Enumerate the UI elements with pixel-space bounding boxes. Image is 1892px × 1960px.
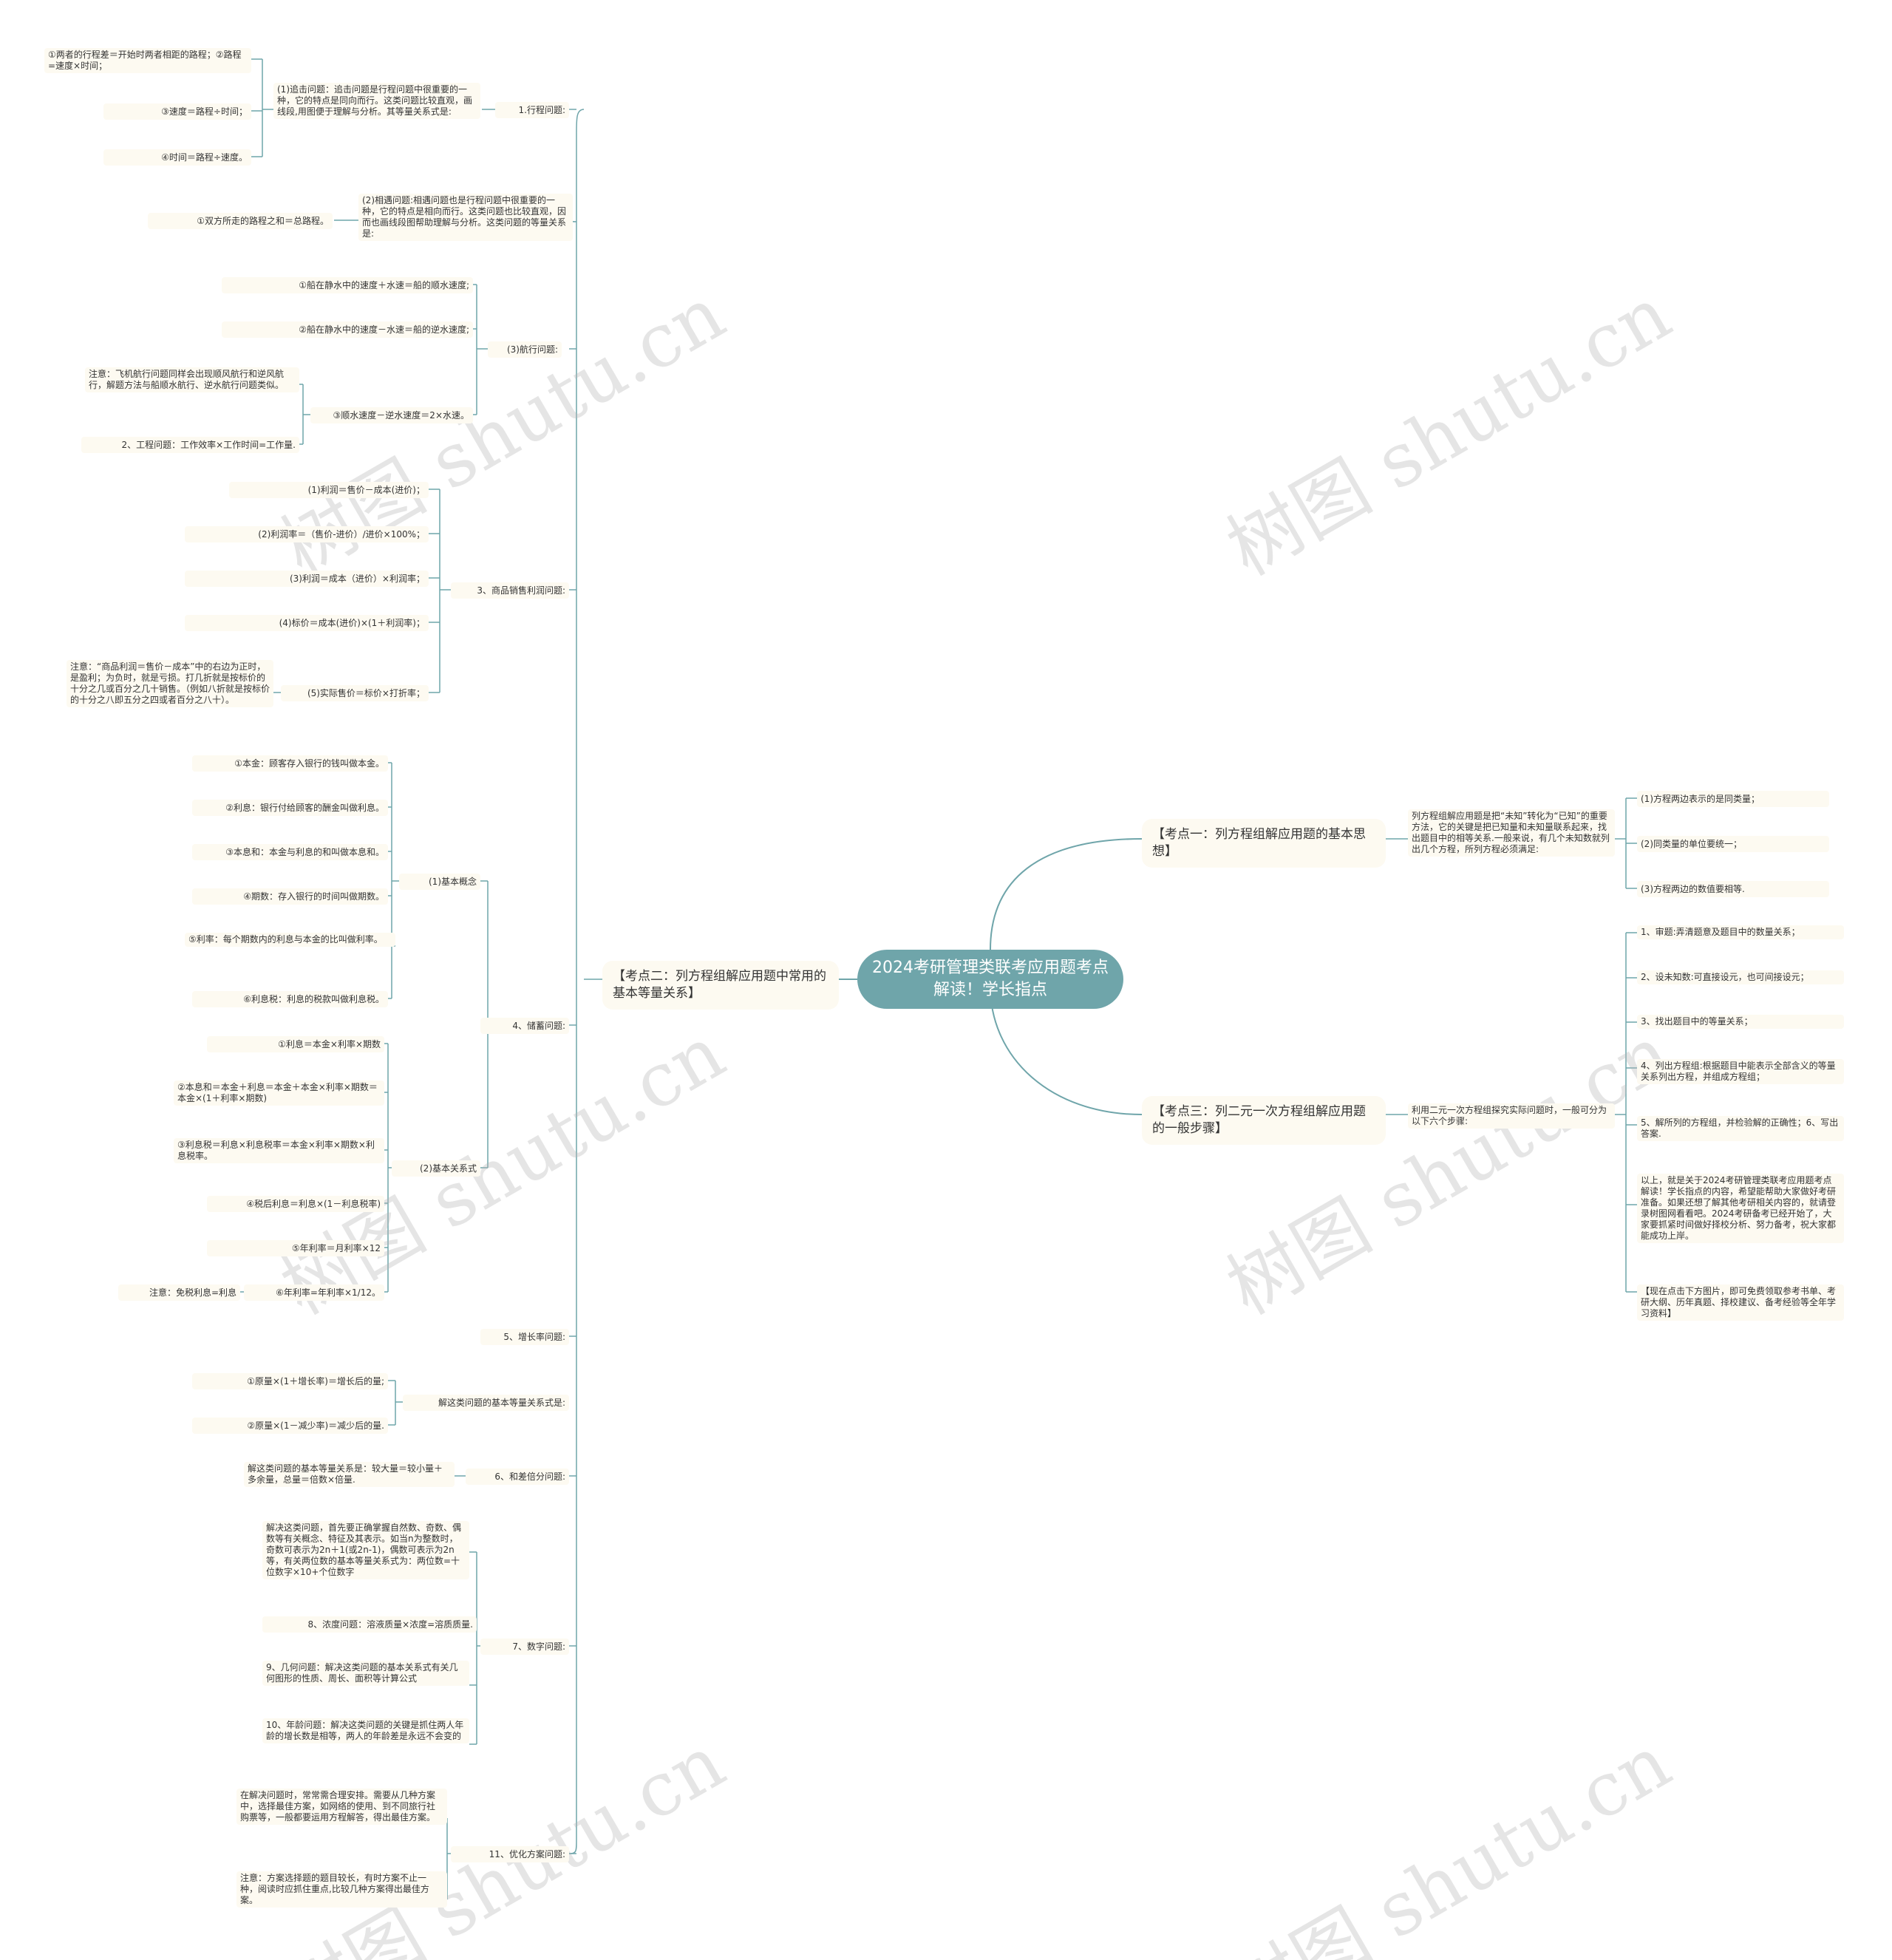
chase-item[interactable]: ④时间＝路程÷速度。: [103, 149, 251, 166]
savings-note[interactable]: 注意：免税利息=利息: [118, 1284, 240, 1301]
savings-rel-item[interactable]: ⑤年利率＝月利率×12: [207, 1240, 384, 1256]
savings-basic-item[interactable]: ⑥利息税：利息的税款叫做利息税。: [192, 991, 388, 1007]
k3-resources-link[interactable]: 【现在点击下方图片，即可免费领取参考书单、考研大纲、历年真题、择校建议、备考经验…: [1637, 1284, 1844, 1321]
chase-problem[interactable]: (1)追击问题：追击问题是行程问题中很重要的一种，它的特点是同向而行。这类问题比…: [273, 83, 480, 119]
connector-line: [388, 1380, 403, 1426]
connector-line: [299, 384, 310, 445]
optimize-item[interactable]: 在解决问题时，常常需合理安排。需要从几种方案中，选择最佳方案，如网络的使用、到不…: [236, 1789, 447, 1825]
savings-basic-label[interactable]: (1)基本概念: [399, 874, 480, 890]
connector-line: [1625, 797, 1637, 889]
sales-item[interactable]: (1)利润＝售价－成本(进价)；: [229, 482, 429, 498]
ratio-description[interactable]: 解这类问题的基本等量关系是：较大量＝较小量＋多余量，总量＝倍数×倍量.: [244, 1462, 455, 1487]
chase-item[interactable]: ③速度＝路程÷时间；: [103, 103, 251, 120]
connector-line: [990, 838, 1143, 950]
connector-line: [990, 986, 1143, 1115]
k3-description[interactable]: 利用二元一次方程组探究实际问题时，一般可分为以下六个步骤:: [1408, 1103, 1615, 1129]
branch-k3[interactable]: 【考点三：列二元一次方程组解应用题的一般步骤】: [1142, 1096, 1386, 1145]
work-problem[interactable]: 2、工程问题：工作效率×工作时间=工作量.: [81, 437, 299, 453]
sales-item[interactable]: (2)利润率＝（售价-进价）/进价×100%；: [185, 526, 429, 542]
savings-rel-item[interactable]: ④税后利息＝利息×(1－利息税率): [207, 1196, 384, 1212]
optimize-label[interactable]: 11、优化方案问题:: [451, 1846, 569, 1862]
sales-item[interactable]: (5)实际售价＝标价×打折率；: [281, 685, 429, 701]
growth-item[interactable]: ①原量×(1＋增长率)＝增长后的量;: [192, 1373, 388, 1389]
savings-basic-item[interactable]: ⑤利率：每个期数内的利息与本金的比叫做利率。: [185, 933, 395, 947]
digit-item[interactable]: 解决这类问题，首先要正确掌握自然数、奇数、偶数等有关概念、特征及其表示。如当n为…: [262, 1521, 469, 1579]
connector-line: [251, 58, 273, 157]
k3-step[interactable]: 1、审题:弄清题意及题目中的数量关系；: [1637, 925, 1844, 939]
sales-label[interactable]: 3、商品销售利润问题:: [451, 582, 569, 599]
digit-item[interactable]: 8、浓度问题：溶液质量×浓度=溶质质量.: [262, 1616, 477, 1633]
optimize-item[interactable]: 注意：方案选择题的题目较长，有时方案不止一种，阅读时应抓住重点,比较几种方案得出…: [236, 1871, 447, 1908]
growth-rel[interactable]: 解这类问题的基本等量关系式是:: [403, 1395, 569, 1411]
connector-line: [1625, 932, 1637, 1293]
savings-rel-item[interactable]: ①利息＝本金×利率×期数: [207, 1036, 384, 1052]
sail-note[interactable]: 注意：飞机航行问题同样会出现顺风航行和逆风航行，解题方法与船顺水航行、逆水航行问…: [85, 367, 299, 392]
connector-line: [388, 762, 399, 999]
savings-basic-item[interactable]: ①本金：顾客存入银行的钱叫做本金。: [192, 755, 388, 772]
branch-k1[interactable]: 【考点一：列方程组解应用题的基本思想】: [1142, 819, 1386, 868]
connector-line: [473, 284, 488, 415]
meet-problem[interactable]: (2)相遇问题:相遇问题也是行程问题中很重要的一种，它的特点是相向而行。这类问题…: [358, 194, 573, 241]
meet-item[interactable]: ①双方所走的路程之和＝总路程。: [148, 213, 333, 229]
chase-item[interactable]: ①两者的行程差＝开始时两者相距的路程；②路程=速度×时间；: [44, 48, 251, 73]
k3-step[interactable]: 2、设未知数:可直接设元，也可间接设元；: [1637, 970, 1844, 984]
sail-item[interactable]: ②船在静水中的速度－水速＝船的逆水速度;: [222, 321, 473, 338]
k3-summary[interactable]: 以上，就是关于2024考研管理类联考应用题考点解读！学长指点的内容，希望能帮助大…: [1637, 1174, 1844, 1243]
connector-line: [429, 489, 451, 693]
sail-item[interactable]: ③顺水速度－逆水速度＝2×水速。: [310, 407, 473, 423]
savings-rel-item[interactable]: ②本息和＝本金＋利息＝本金＋本金×利率×期数＝本金×(1＋利率×期数): [174, 1081, 384, 1106]
connector-line: [469, 1551, 480, 1745]
k3-step[interactable]: 3、找出题目中的等量关系；: [1637, 1015, 1844, 1029]
savings-basic-item[interactable]: ④期数：存入银行的时间叫做期数。: [192, 888, 388, 905]
savings-basic-item[interactable]: ③本息和：本金与利息的和叫做本息和。: [192, 844, 388, 860]
k1-item[interactable]: (2)同类量的单位要统一；: [1637, 836, 1829, 852]
growth-item[interactable]: ②原量×(1－减少率)＝减少后的量.: [192, 1418, 388, 1434]
connector-line: [384, 1043, 392, 1293]
savings-rel-item[interactable]: ③利息税＝利息×利息税率＝本金×利率×期数×利息税率。: [174, 1138, 384, 1163]
digit-item[interactable]: 10、年龄问题：解决这类问题的关键是抓住两人年龄的增长数是相等，两人的年龄差是永…: [262, 1718, 469, 1743]
savings-basic-item[interactable]: ②利息：银行付给顾客的酬金叫做利息。: [192, 800, 388, 816]
connector-line: [446, 1818, 451, 1899]
k1-item[interactable]: (3)方程两边的数值要相等.: [1637, 881, 1829, 897]
k3-step[interactable]: 5、解所列的方程组，并检验解的正确性；6、写出答案.: [1637, 1116, 1844, 1141]
sales-note[interactable]: 注意：“商品利润＝售价－成本”中的右边为正时，是盈利；为负时，就是亏损。打几折就…: [67, 660, 273, 707]
savings-rel-label[interactable]: (2)基本关系式: [392, 1160, 480, 1177]
digit-label[interactable]: 7、数字问题:: [480, 1639, 569, 1655]
savings-label[interactable]: 4、储蓄问题:: [480, 1018, 569, 1034]
branch-k2[interactable]: 【考点二：列方程组解应用题中常用的基本等量关系】: [602, 961, 839, 1010]
k1-item[interactable]: (1)方程两边表示的是同类量；: [1637, 791, 1829, 807]
k3-step[interactable]: 4、列出方程组:根据题目中能表示全部含义的等量关系列出方程，并组成方程组；: [1637, 1059, 1844, 1084]
digit-item[interactable]: 9、几何问题：解决这类问题的基本关系式有关几何图形的性质、周长、面积等计算公式: [262, 1661, 469, 1686]
growth-label[interactable]: 5、增长率问题:: [480, 1329, 569, 1345]
sail-item[interactable]: ①船在静水中的速度＋水速＝船的顺水速度;: [222, 277, 473, 293]
ratio-label[interactable]: 6、和差倍分问题:: [466, 1469, 569, 1485]
root-node[interactable]: 2024考研管理类联考应用题考点解读！学长指点: [857, 950, 1123, 1009]
sales-item[interactable]: (3)利润＝成本（进价）×利润率；: [185, 571, 429, 587]
k1-description[interactable]: 列方程组解应用题是把“未知”转化为“已知”的重要方法，它的关键是把已知量和未知量…: [1408, 809, 1615, 857]
sail-label[interactable]: (3)航行问题:: [488, 341, 562, 358]
connector-line: [568, 109, 585, 1854]
travel-label[interactable]: 1.行程问题:: [495, 102, 569, 118]
sales-item[interactable]: (4)标价＝成本(进价)×(1＋利润率)；: [185, 615, 429, 631]
savings-rel-item[interactable]: ⑥年利率=年利率×1/12。: [244, 1284, 384, 1301]
